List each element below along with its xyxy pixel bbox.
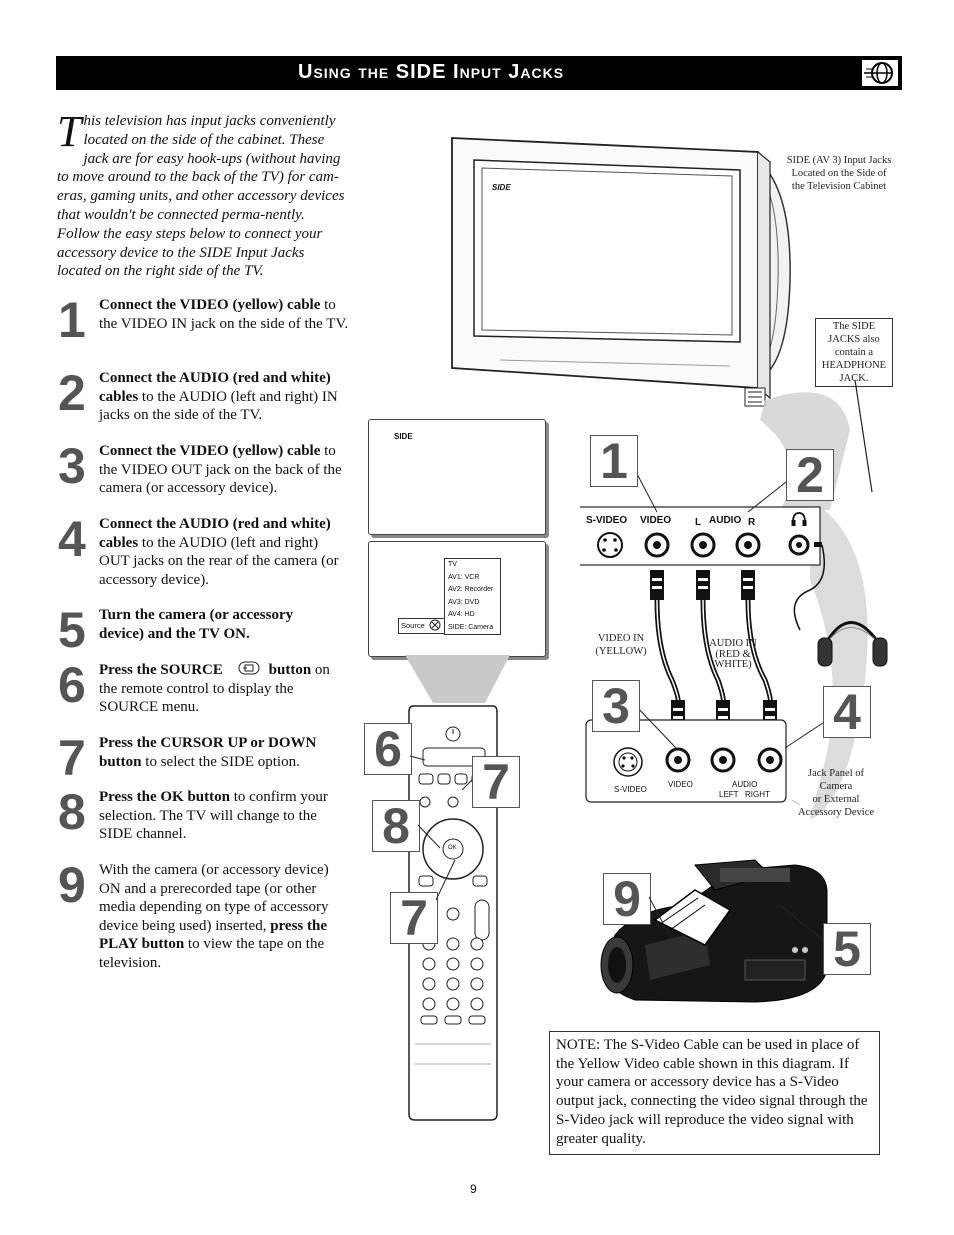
step-number: 7 (58, 730, 86, 786)
step-text: Press the CURSOR UP or DOWN button to se… (99, 735, 317, 770)
tv-panel-left-label: L (695, 517, 702, 528)
callout-number: 9 (603, 873, 651, 925)
remote-ok-label: OK (448, 845, 457, 851)
callout-number: 2 (786, 449, 834, 501)
headphone-icon (791, 512, 807, 526)
connector-icon (862, 60, 898, 86)
source-menu-tab-label: Source (401, 621, 425, 630)
source-menu-item: AV4: HD (448, 611, 475, 618)
tv-screen-side-label: SIDE (492, 183, 511, 192)
cam-panel-svideo-label: S-VIDEO (614, 785, 647, 794)
callout-number: 7 (390, 892, 438, 944)
callout-number: 8 (372, 800, 420, 852)
step-text: Press the SOURCE button on the remote co… (99, 661, 330, 715)
note-box: NOTE: The S-Video Cable can be used in p… (549, 1031, 880, 1156)
tv-screen-side (368, 419, 546, 535)
page-number: 9 (470, 1182, 477, 1196)
step-text: Connect the AUDIO (red and white) cables… (99, 516, 339, 588)
step-number: 8 (58, 784, 86, 840)
source-menu-list: TV AV1: VCR AV2: Recorder AV3: DVD AV4: … (444, 558, 501, 635)
remote-beam (405, 655, 510, 703)
cam-panel-left-label: LEFT (719, 790, 739, 799)
section-header-bar (56, 56, 902, 90)
cam-panel-video-label: VIDEO (668, 780, 693, 789)
tv-panel-audio-label: AUDIO (709, 515, 742, 526)
callout-number: 1 (590, 435, 638, 487)
camcorder-illustration (600, 859, 828, 1003)
callout-number: 7 (472, 756, 520, 808)
step-number: 9 (58, 857, 86, 913)
audio-in-label: AUDIO IN(RED &WHITE) (709, 638, 757, 670)
source-menu-item: SIDE: Camera (448, 623, 494, 631)
step-number: 4 (58, 511, 86, 567)
source-menu-item: AV3: DVD (448, 598, 480, 606)
step-text: Connect the VIDEO (yellow) cable to the … (99, 443, 342, 496)
step-number: 2 (58, 365, 86, 421)
step-number: 6 (58, 657, 86, 713)
step-text: Press the OK button to confirm your sele… (99, 789, 328, 842)
tv-illustration (451, 137, 791, 407)
callout-number: 3 (592, 680, 640, 732)
source-menu-item: TV (448, 561, 457, 568)
source-menu-item: AV1: VCR (448, 573, 480, 581)
step-number: 1 (58, 292, 86, 348)
tv-panel-svideo-label: S-VIDEO (586, 515, 628, 526)
intro-dropcap: T (57, 107, 82, 156)
step-text: Turn the camera (or accessory device) an… (99, 607, 294, 642)
ok-icon (429, 619, 441, 631)
section-title: Using the SIDE Input Jacks (298, 61, 565, 83)
step-text: Connect the VIDEO (yellow) cable to the … (99, 297, 349, 332)
step-number: 5 (58, 602, 86, 658)
source-button-icon (238, 661, 260, 675)
source-menu-item: AV2: Recorder (448, 586, 494, 593)
step-text: Connect the AUDIO (red and white) cables… (99, 370, 338, 423)
intro-text: his television has input jacks convenien… (57, 113, 345, 280)
screen-side-label: SIDE (394, 432, 413, 441)
step-text: With the camera (or accessory device) ON… (99, 862, 329, 971)
callout-number: 6 (364, 723, 412, 775)
video-in-label: VIDEO IN(YELLOW) (595, 633, 647, 657)
cam-panel-right-label: RIGHT (745, 790, 770, 799)
tv-panel-right-label: R (748, 517, 756, 528)
callout-number: 4 (823, 686, 871, 738)
tv-panel-video-label: VIDEO (640, 515, 672, 526)
cam-panel-audio-label: AUDIO (732, 780, 758, 789)
step-number: 3 (58, 438, 86, 494)
callout-number: 5 (823, 923, 871, 975)
